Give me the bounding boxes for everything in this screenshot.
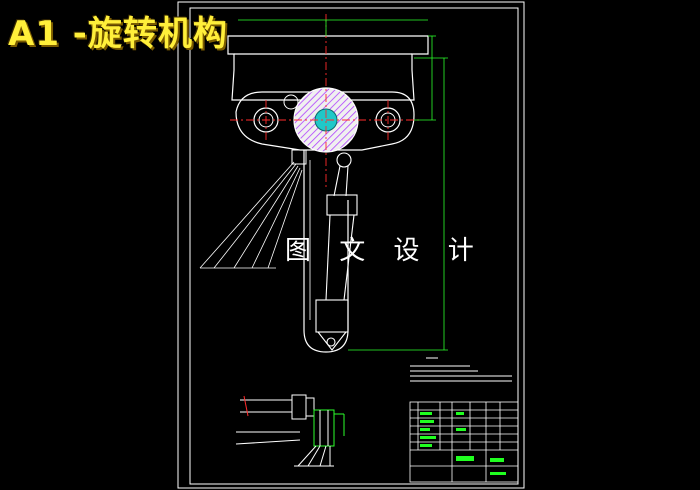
section-view xyxy=(235,394,345,467)
small-pin xyxy=(283,94,299,110)
leader-lines xyxy=(199,161,303,269)
drawing-title: A1 -旋转机构 xyxy=(8,14,228,54)
outer-frame xyxy=(177,1,525,489)
inner-frame xyxy=(189,7,519,485)
centerlines xyxy=(230,14,420,190)
swing-arm xyxy=(303,150,349,353)
title-block-marks xyxy=(420,412,506,475)
title-block xyxy=(409,401,519,483)
dimension-lines xyxy=(238,19,448,351)
housing-plate xyxy=(235,91,415,151)
mount-block xyxy=(291,149,307,165)
air-cylinder xyxy=(315,152,358,351)
watermark: 图 文 设 计 xyxy=(285,236,484,266)
technical-notes xyxy=(410,357,512,382)
top-bracket xyxy=(227,35,429,101)
